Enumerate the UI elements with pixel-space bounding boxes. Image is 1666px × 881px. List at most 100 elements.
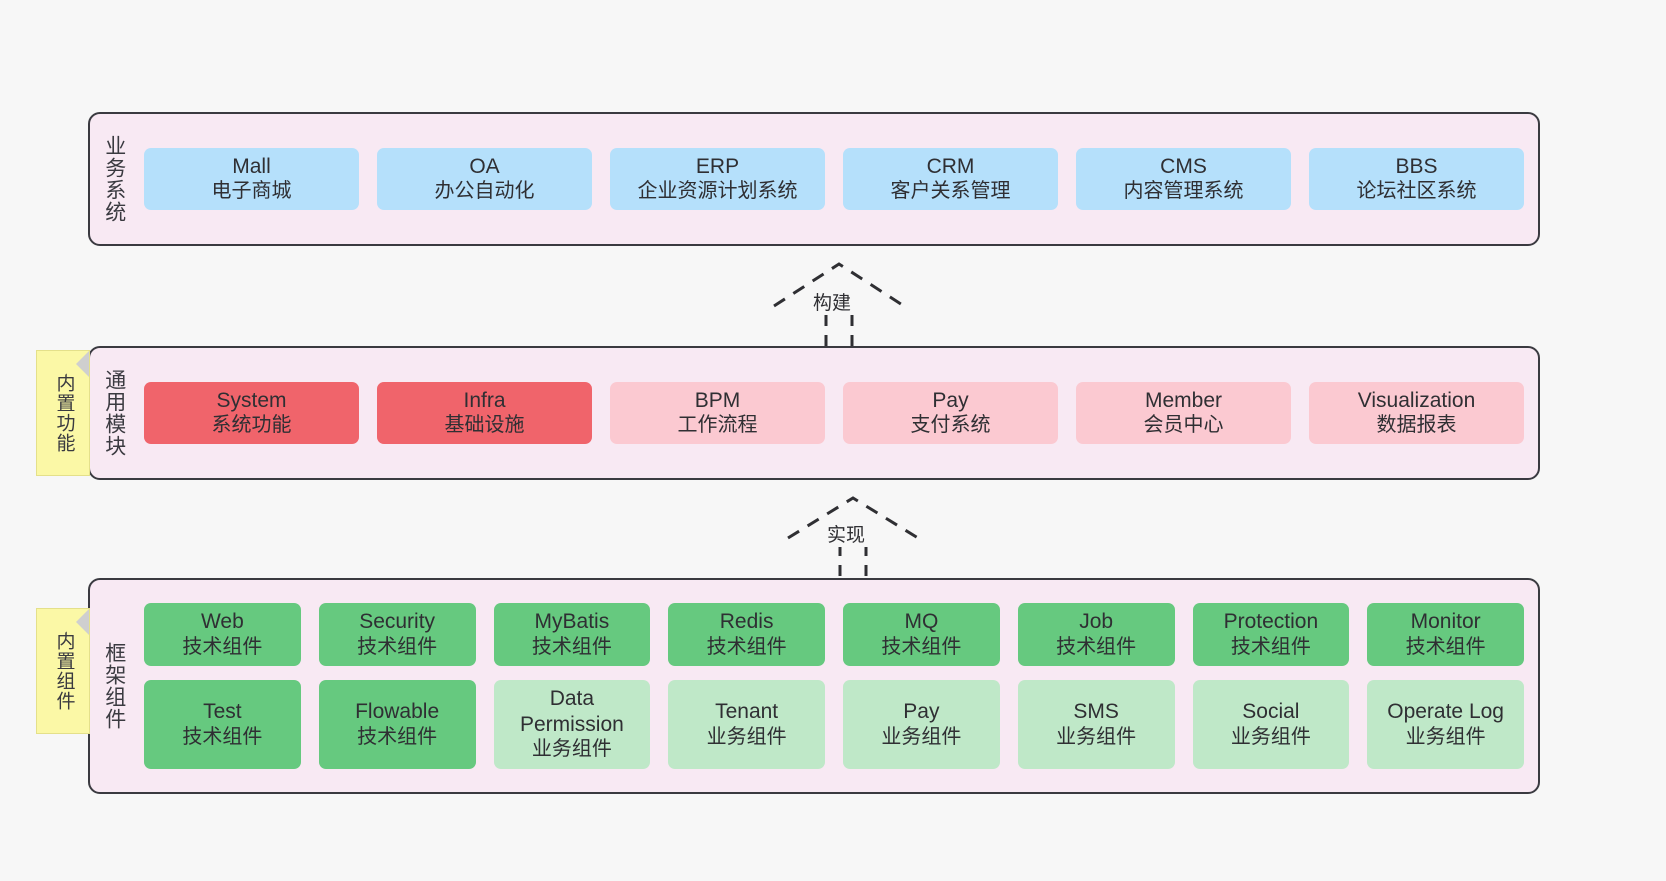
- module-title: Infra: [463, 388, 506, 412]
- component-subtitle: 业务组件: [881, 725, 962, 748]
- layer-business-system: 业务系统 Mall 电子商城 OA 办公自动化 ERP 企业资源计划系统 CRM…: [88, 112, 1540, 246]
- module-row: Mall 电子商城 OA 办公自动化 ERP 企业资源计划系统 CRM 客户关系…: [144, 147, 1524, 211]
- component-subtitle: 技术组件: [182, 636, 263, 658]
- module-subtitle: 数据报表: [1376, 414, 1457, 437]
- component-card-tenant[interactable]: Tenant 业务组件: [668, 680, 825, 769]
- component-subtitle: 技术组件: [1405, 636, 1486, 658]
- layer-common-module: 通用模块 System 系统功能 Infra 基础设施 BPM 工作流程 Pay…: [88, 346, 1540, 480]
- component-subtitle: 技术组件: [881, 636, 962, 658]
- component-card-flowable[interactable]: Flowable 技术组件: [318, 680, 476, 769]
- module-card-cms[interactable]: CMS 内容管理系统: [1076, 147, 1291, 211]
- component-card-social[interactable]: Social 业务组件: [1192, 680, 1350, 769]
- module-title: ERP: [695, 154, 740, 178]
- component-card-job[interactable]: Job 技术组件: [1017, 603, 1175, 667]
- module-subtitle: 论坛社区系统: [1356, 180, 1477, 203]
- badge-label: 内置功能: [53, 373, 75, 453]
- module-title: Mall: [232, 154, 271, 178]
- component-subtitle: 业务组件: [1230, 725, 1311, 748]
- component-subtitle: 技术组件: [182, 725, 263, 748]
- module-card-pay[interactable]: Pay 支付系统: [843, 381, 1058, 445]
- component-title: Job: [1079, 610, 1114, 634]
- module-title: CMS: [1160, 154, 1207, 178]
- connector-implement: 实现: [770, 496, 920, 576]
- component-title: Social: [1242, 699, 1300, 723]
- module-title: BPM: [694, 388, 741, 412]
- module-card-bbs[interactable]: BBS 论坛社区系统: [1309, 147, 1524, 211]
- layer-body-business-system: Mall 电子商城 OA 办公自动化 ERP 企业资源计划系统 CRM 客户关系…: [138, 114, 1538, 244]
- component-card-sms[interactable]: SMS 业务组件: [1017, 680, 1175, 769]
- component-subtitle: 技术组件: [357, 725, 438, 748]
- component-title: SMS: [1073, 699, 1119, 723]
- component-row-technical: Web 技术组件 Security 技术组件 MyBatis 技术组件 Redi…: [144, 603, 1524, 667]
- component-row-business: Test 技术组件 Flowable 技术组件 Data Permission …: [144, 680, 1524, 769]
- component-subtitle: 业务组件: [531, 738, 612, 761]
- component-subtitle: 业务组件: [1056, 725, 1137, 748]
- module-subtitle: 支付系统: [910, 414, 991, 437]
- module-card-mall[interactable]: Mall 电子商城: [144, 147, 359, 211]
- layer-label-business-system: 业务系统: [102, 135, 126, 223]
- module-subtitle: 内容管理系统: [1123, 180, 1244, 203]
- module-subtitle: 企业资源计划系统: [637, 180, 798, 203]
- note-fold-corner-icon: [63, 351, 89, 377]
- component-title: Web: [200, 610, 244, 634]
- component-subtitle: 技术组件: [357, 636, 438, 658]
- module-subtitle: 工作流程: [677, 414, 758, 437]
- component-subtitle: 技术组件: [1056, 636, 1137, 658]
- module-title: CRM: [926, 154, 975, 178]
- module-subtitle: 电子商城: [211, 180, 292, 203]
- module-title: BBS: [1395, 154, 1438, 178]
- module-title: OA: [469, 154, 500, 178]
- component-title: Security: [359, 610, 436, 634]
- module-card-crm[interactable]: CRM 客户关系管理: [843, 147, 1058, 211]
- module-card-infra[interactable]: Infra 基础设施: [377, 381, 592, 445]
- component-title: Redis: [719, 610, 774, 634]
- note-fold-corner-icon: [63, 609, 89, 635]
- module-card-bpm[interactable]: BPM 工作流程: [610, 381, 825, 445]
- component-card-operate-log[interactable]: Operate Log 业务组件: [1367, 680, 1524, 769]
- component-subtitle: 业务组件: [1405, 725, 1486, 748]
- component-card-test[interactable]: Test 技术组件: [144, 680, 301, 769]
- component-card-web[interactable]: Web 技术组件: [144, 603, 301, 667]
- component-card-protection[interactable]: Protection 技术组件: [1192, 603, 1350, 667]
- component-title: Test: [203, 699, 242, 723]
- module-card-member[interactable]: Member 会员中心: [1076, 381, 1291, 445]
- component-title: Operate Log: [1387, 699, 1504, 723]
- layer-body-common-module: System 系统功能 Infra 基础设施 BPM 工作流程 Pay 支付系统…: [138, 348, 1538, 478]
- layer-label-common-module: 通用模块: [102, 369, 126, 457]
- badge-builtin-component: 内置组件: [36, 608, 90, 734]
- component-card-mq[interactable]: MQ 技术组件: [843, 603, 1000, 667]
- component-title: Tenant: [715, 699, 779, 723]
- component-card-monitor[interactable]: Monitor 技术组件: [1367, 603, 1524, 667]
- module-title: Pay: [932, 388, 969, 412]
- component-subtitle: 技术组件: [706, 636, 787, 658]
- module-subtitle: 会员中心: [1143, 414, 1224, 437]
- layer-body-framework-component: Web 技术组件 Security 技术组件 MyBatis 技术组件 Redi…: [138, 580, 1538, 792]
- module-card-system[interactable]: System 系统功能: [144, 381, 359, 445]
- connector-implement-label: 实现: [824, 520, 869, 547]
- component-card-pay[interactable]: Pay 业务组件: [843, 680, 1000, 769]
- layer-framework-component: 框架组件 Web 技术组件 Security 技术组件 MyBatis 技术组件…: [88, 578, 1540, 794]
- connector-build: 构建: [756, 262, 906, 346]
- module-card-oa[interactable]: OA 办公自动化: [377, 147, 592, 211]
- module-card-visualization[interactable]: Visualization 数据报表: [1309, 381, 1524, 445]
- component-card-data-permission[interactable]: Data Permission 业务组件: [493, 680, 651, 769]
- component-title: Monitor: [1410, 610, 1481, 634]
- component-title: Flowable: [355, 699, 440, 723]
- module-card-erp[interactable]: ERP 企业资源计划系统: [610, 147, 825, 211]
- module-title: Member: [1144, 388, 1223, 412]
- connector-build-label: 构建: [810, 288, 855, 315]
- component-card-redis[interactable]: Redis 技术组件: [668, 603, 825, 667]
- component-title: Protection: [1223, 610, 1319, 634]
- module-subtitle: 客户关系管理: [890, 180, 1011, 203]
- module-subtitle: 系统功能: [211, 414, 292, 437]
- component-subtitle: 技术组件: [1230, 636, 1311, 658]
- component-title: MyBatis: [534, 610, 610, 634]
- component-card-security[interactable]: Security 技术组件: [318, 603, 476, 667]
- component-subtitle: 技术组件: [531, 636, 612, 658]
- module-subtitle: 办公自动化: [434, 180, 535, 203]
- module-title: System: [216, 388, 287, 412]
- badge-builtin-function: 内置功能: [36, 350, 90, 476]
- module-row: System 系统功能 Infra 基础设施 BPM 工作流程 Pay 支付系统…: [144, 381, 1524, 445]
- component-card-mybatis[interactable]: MyBatis 技术组件: [493, 603, 651, 667]
